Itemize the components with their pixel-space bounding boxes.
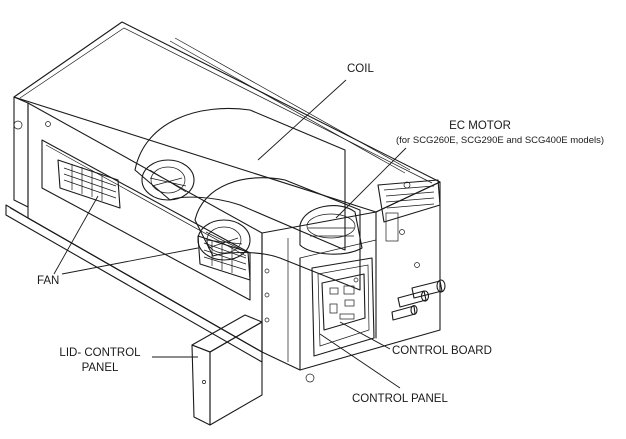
leader-lines	[53, 79, 407, 389]
coil-header-block	[385, 212, 399, 242]
blower-front	[194, 177, 361, 291]
ec-motor	[299, 205, 363, 255]
control-panel	[311, 257, 375, 357]
coil	[377, 179, 441, 242]
lid-control-panel	[191, 314, 263, 426]
control-board	[321, 273, 366, 331]
label-control-panel: CONTROL PANEL	[352, 393, 448, 405]
fan-wheel-left	[57, 159, 121, 209]
fan-wheel-right	[197, 235, 251, 281]
label-ec-motor: EC MOTOR	[449, 120, 511, 132]
leader-fan-1	[53, 195, 99, 275]
leader-control-panel	[319, 333, 401, 389]
pipe-connections	[391, 279, 446, 321]
cabinet-right-end	[261, 181, 441, 371]
label-ec-motor-note: (for SCG260E, SCG290E and SCG400E models…	[396, 135, 604, 146]
front-opening	[41, 139, 251, 301]
leader-fan-2	[61, 247, 199, 275]
label-fan: FAN	[37, 275, 59, 287]
label-lid-control-panel-line2: PANEL	[82, 362, 119, 374]
leader-control-board	[339, 321, 391, 350]
cabinet-top-lid	[13, 21, 441, 213]
leader-coil	[257, 79, 347, 161]
label-control-board: CONTROL BOARD	[392, 345, 492, 357]
label-coil: COIL	[347, 63, 374, 75]
label-lid-control-panel-line1: LID- CONTROL	[59, 347, 141, 359]
blower-rear	[134, 107, 346, 251]
leader-ec-motor	[335, 147, 407, 219]
